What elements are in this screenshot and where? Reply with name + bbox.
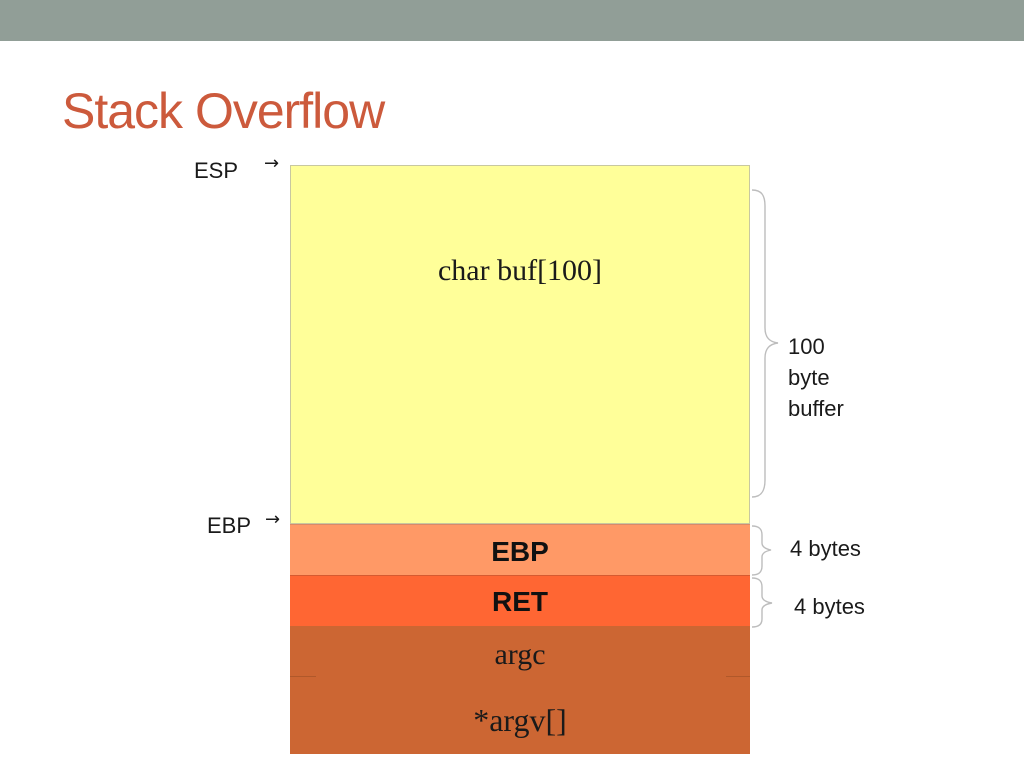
ebp-size-label: 4 bytes xyxy=(790,536,861,561)
buffer-size-line-1: 100 xyxy=(788,334,825,359)
esp-arrow-icon: → xyxy=(264,153,280,174)
args-divider-right xyxy=(726,676,750,677)
ret-size-label: 4 bytes xyxy=(794,594,865,619)
argv-label: *argv[] xyxy=(473,702,567,738)
buffer-size-line-2: byte xyxy=(788,365,830,390)
ebp-size-brace xyxy=(751,525,772,576)
args-divider-left xyxy=(290,676,316,677)
return-address-block: RET xyxy=(290,575,750,626)
esp-pointer-label: ESP xyxy=(194,158,239,183)
buffer-brace xyxy=(751,189,779,498)
buffer-label: char buf[100] xyxy=(437,254,603,287)
saved-ebp-block: EBP xyxy=(290,524,750,575)
ebp-pointer-label: EBP xyxy=(207,513,252,538)
ebp-arrow-icon: → xyxy=(265,509,281,530)
argc-label: argc xyxy=(494,638,546,671)
buffer-size-label: 100 byte buffer xyxy=(788,331,844,424)
buffer-block: char buf[100] xyxy=(290,165,750,524)
arguments-block: argc *argv[] xyxy=(290,626,750,754)
top-bar xyxy=(0,0,1024,41)
return-address-label: RET xyxy=(492,586,548,617)
slide-title: Stack Overflow xyxy=(62,83,385,139)
buffer-size-line-3: buffer xyxy=(788,396,844,421)
ret-size-brace xyxy=(751,577,773,628)
saved-ebp-label: EBP xyxy=(491,536,549,567)
